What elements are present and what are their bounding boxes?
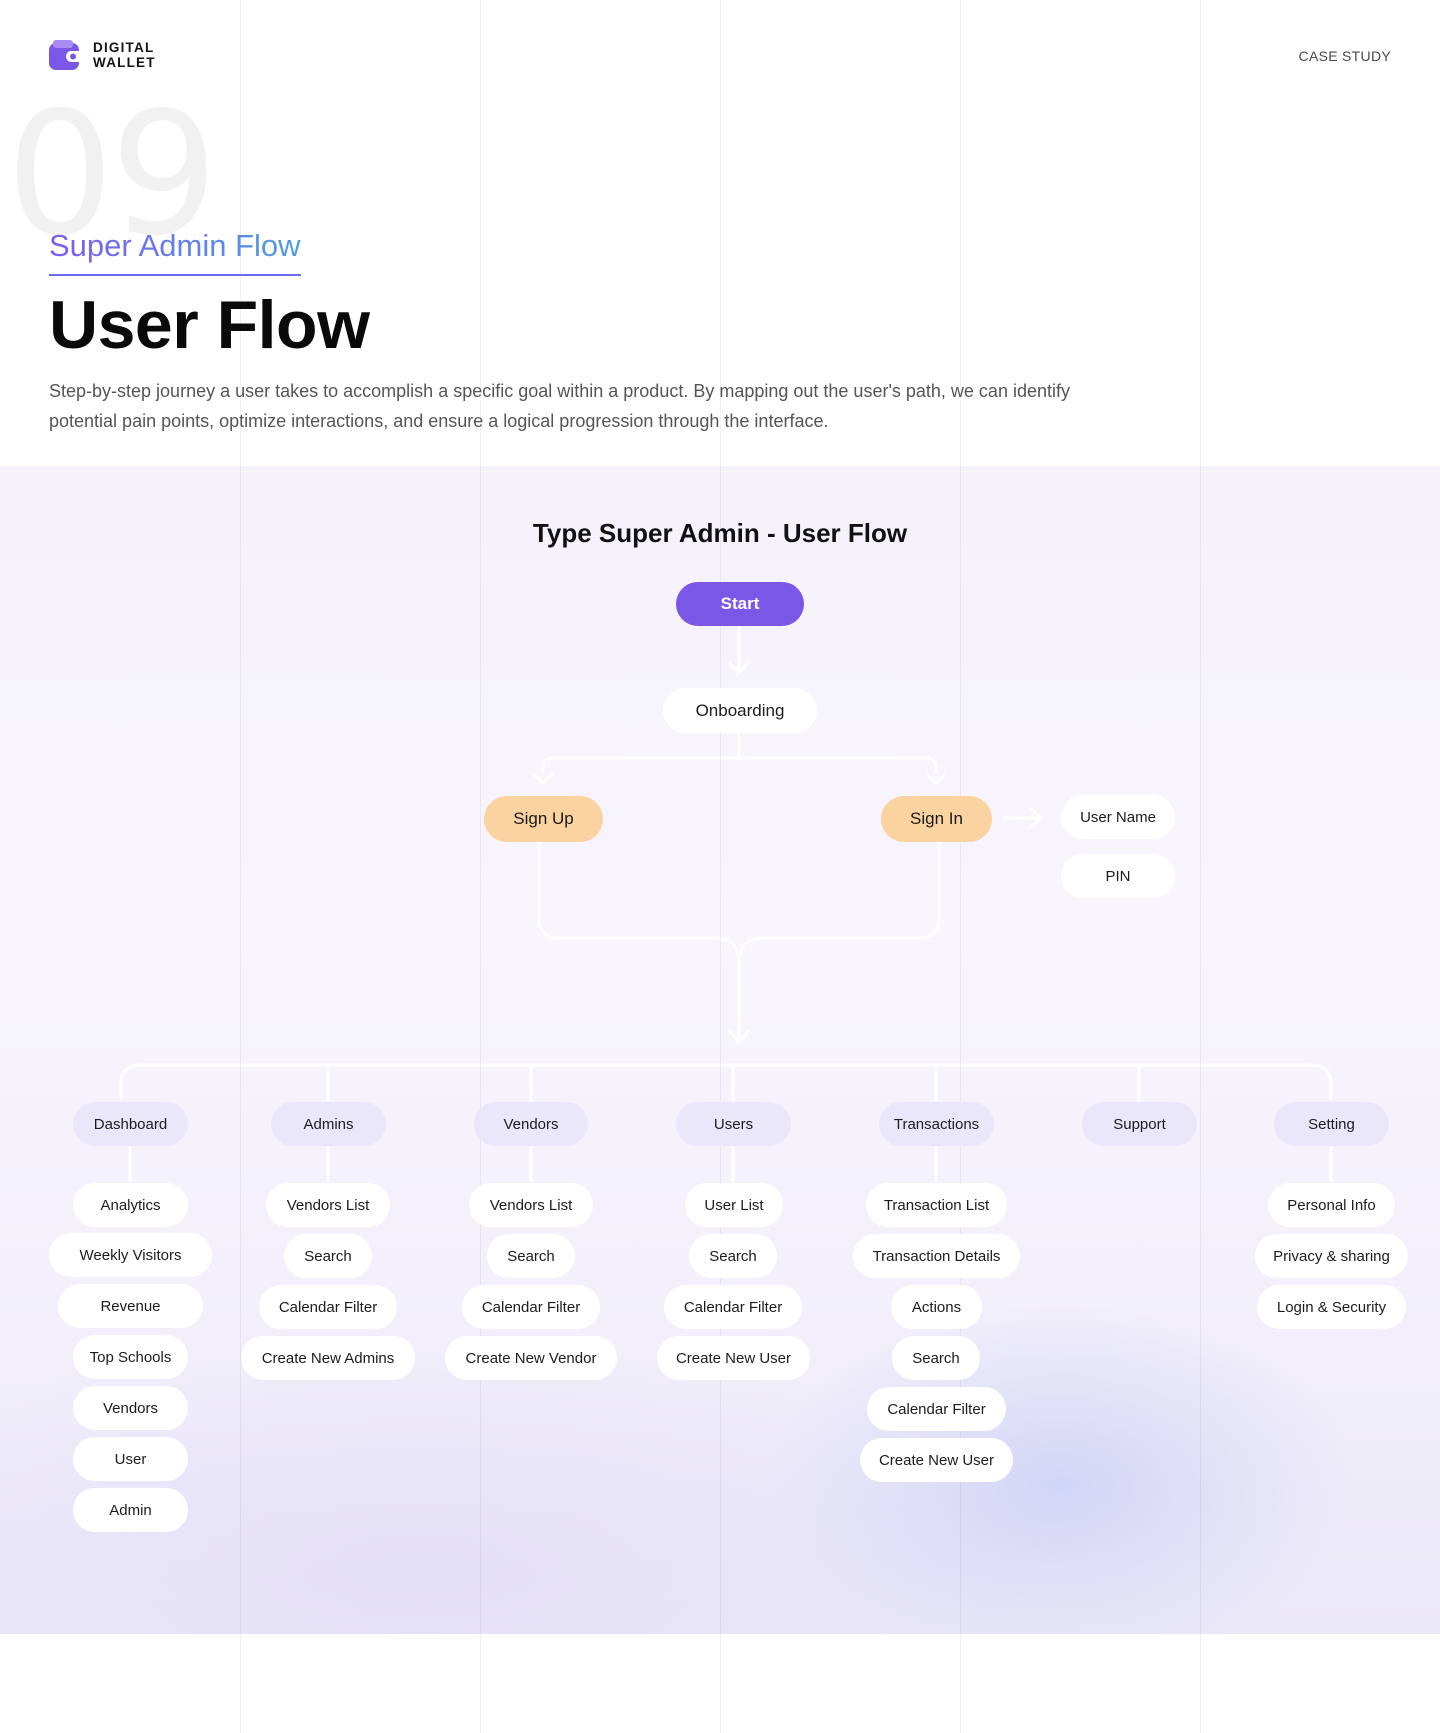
dashboard-item-weekly-visitors[interactable]: Weekly Visitors [49, 1233, 212, 1277]
admins-item-vendors-list[interactable]: Vendors List [266, 1183, 390, 1227]
transactions-item-transaction-details[interactable]: Transaction Details [853, 1234, 1020, 1278]
vendors-item-search[interactable]: Search [487, 1234, 575, 1278]
transactions-item-transaction-list[interactable]: Transaction List [866, 1183, 1007, 1227]
vendors-item-vendors-list[interactable]: Vendors List [469, 1183, 593, 1227]
hero: Super Admin Flow User Flow Step-by-step … [49, 228, 1149, 436]
category-transactions[interactable]: Transactions [879, 1102, 994, 1146]
section-number: 09 [6, 76, 218, 274]
users-item-calendar-filter[interactable]: Calendar Filter [664, 1285, 802, 1329]
sign-in-node[interactable]: Sign In [881, 796, 992, 842]
users-item-user-list[interactable]: User List [685, 1183, 783, 1227]
transactions-item-calendar-filter[interactable]: Calendar Filter [867, 1387, 1006, 1431]
brand-name: DIGITAL WALLET [93, 40, 156, 70]
top-bar: DIGITAL WALLET CASE STUDY [49, 40, 1391, 74]
brand-logo[interactable]: DIGITAL WALLET [49, 40, 156, 70]
brand-line-2: WALLET [93, 55, 156, 70]
flow-title: Type Super Admin - User Flow [532, 518, 908, 548]
category-dashboard[interactable]: Dashboard [73, 1102, 188, 1146]
setting-item-personal-info[interactable]: Personal Info [1268, 1183, 1395, 1227]
users-item-create-new-user[interactable]: Create New User [657, 1336, 810, 1380]
sign-up-node[interactable]: Sign Up [484, 796, 603, 842]
dashboard-item-analytics[interactable]: Analytics [73, 1183, 188, 1227]
category-users[interactable]: Users [676, 1102, 791, 1146]
brand-line-1: DIGITAL [93, 40, 155, 55]
transactions-item-create-new-user[interactable]: Create New User [860, 1438, 1013, 1482]
category-vendors[interactable]: Vendors [474, 1102, 588, 1146]
admins-item-search[interactable]: Search [284, 1234, 372, 1278]
dashboard-item-top-schools[interactable]: Top Schools [73, 1335, 188, 1379]
setting-item-privacy-sharing[interactable]: Privacy & sharing [1255, 1234, 1408, 1278]
wallet-icon [49, 40, 83, 70]
page-description: Step-by-step journey a user takes to acc… [49, 381, 1070, 431]
dashboard-item-revenue[interactable]: Revenue [58, 1284, 203, 1328]
users-item-search[interactable]: Search [689, 1234, 777, 1278]
transactions-item-actions[interactable]: Actions [891, 1285, 982, 1329]
category-admins[interactable]: Admins [271, 1102, 386, 1146]
case-study-label: CASE STUDY [1298, 48, 1391, 64]
admins-item-create-new-admins[interactable]: Create New Admins [241, 1336, 415, 1380]
flow-section-background [0, 466, 1440, 1634]
category-support[interactable]: Support [1082, 1102, 1197, 1146]
transactions-item-search[interactable]: Search [892, 1336, 980, 1380]
page-title: User Flow [49, 287, 370, 363]
sign-in-field-username[interactable]: User Name [1061, 795, 1175, 839]
category-setting[interactable]: Setting [1274, 1102, 1389, 1146]
setting-item-login-security[interactable]: Login & Security [1257, 1285, 1406, 1329]
vendors-item-create-new-vendor[interactable]: Create New Vendor [445, 1336, 617, 1380]
onboarding-node[interactable]: Onboarding [663, 688, 817, 733]
sign-in-field-pin[interactable]: PIN [1061, 854, 1175, 898]
admins-item-calendar-filter[interactable]: Calendar Filter [259, 1285, 397, 1329]
dashboard-item-admin[interactable]: Admin [73, 1488, 188, 1532]
dashboard-item-user[interactable]: User [73, 1437, 188, 1481]
start-node[interactable]: Start [676, 582, 804, 626]
dashboard-item-vendors[interactable]: Vendors [73, 1386, 188, 1430]
section-kicker: Super Admin Flow [49, 228, 301, 276]
vendors-item-calendar-filter[interactable]: Calendar Filter [462, 1285, 600, 1329]
